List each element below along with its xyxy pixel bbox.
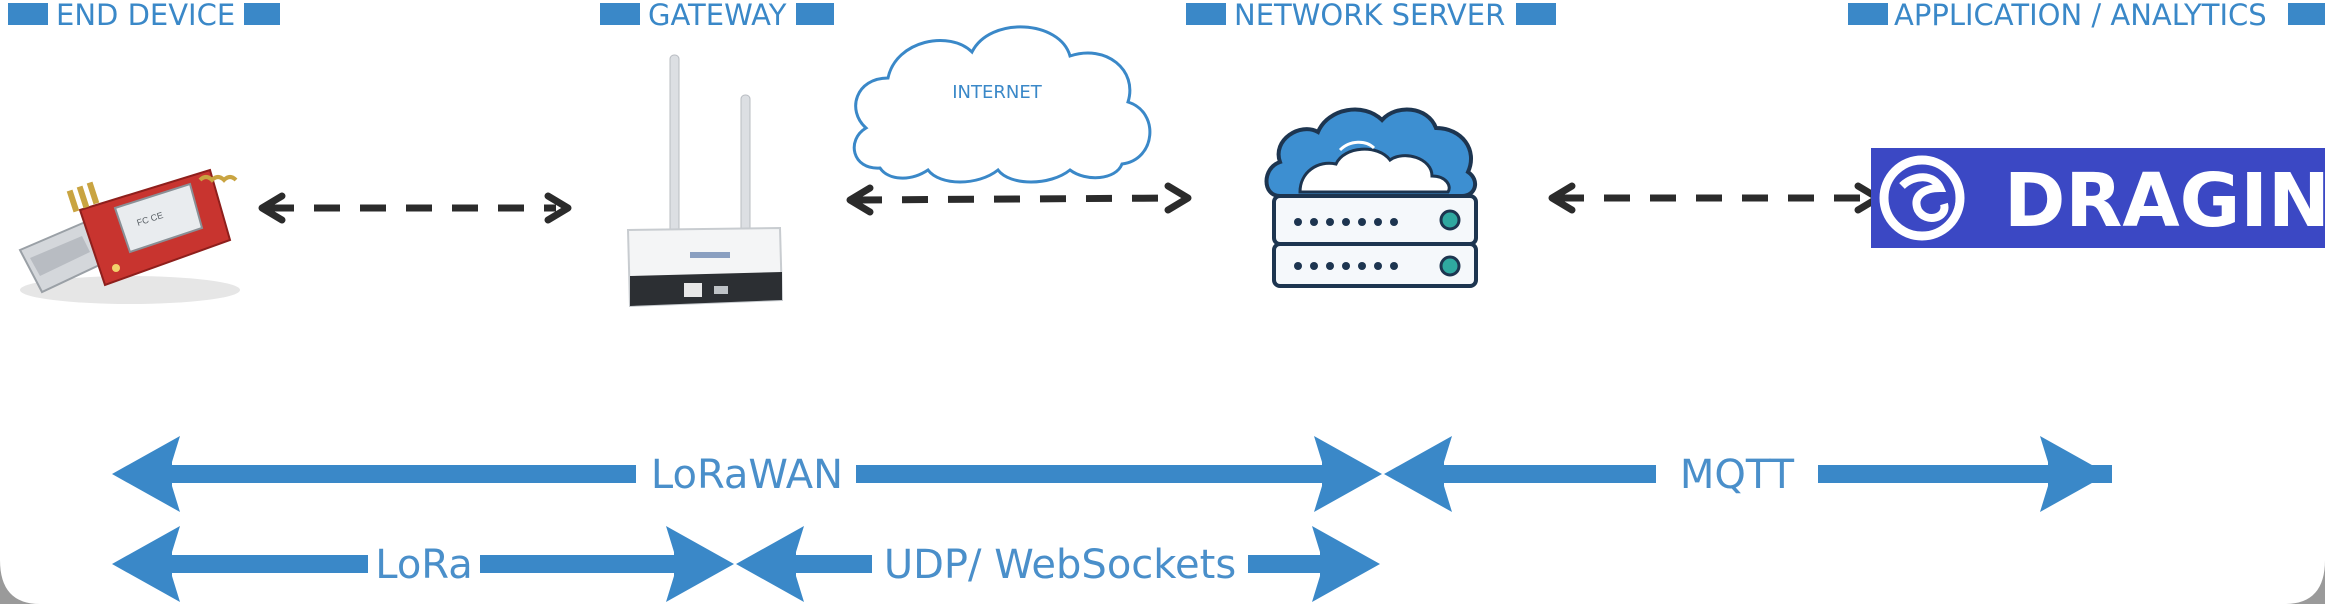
- protocol-label-udp: UDP/ WebSockets: [884, 542, 1236, 588]
- header-gateway-label: GATEWAY: [648, 0, 787, 32]
- header-end-device: END DEVICE: [8, 0, 280, 32]
- header-marker-left: [600, 3, 640, 25]
- dragino-logo: DRAGINO: [1871, 148, 2325, 248]
- header-marker-right: [2288, 3, 2325, 25]
- header-marker-left: [1186, 3, 1226, 25]
- header-end-device-label: END DEVICE: [56, 0, 235, 32]
- dragino-logo-text: DRAGINO: [2004, 158, 2325, 244]
- frame-corner-right: [2285, 560, 2325, 604]
- protocol-arrow-lora: LoRa: [112, 526, 734, 602]
- header-marker-left: [8, 3, 48, 25]
- header-network-server-label: NETWORK SERVER: [1234, 0, 1505, 32]
- network-server-icon: [1264, 107, 1478, 288]
- protocol-label-lorawan: LoRaWAN: [651, 452, 843, 498]
- protocol-label-mqtt: MQTT: [1680, 452, 1795, 498]
- protocol-arrow-mqtt: MQTT: [1384, 436, 2112, 512]
- dashed-arrow-server-application: [1548, 182, 1882, 214]
- end-device-image: FC CE: [18, 168, 240, 304]
- frame-corner-left: [0, 560, 40, 604]
- header-network-server: NETWORK SERVER: [1186, 0, 1556, 32]
- header-gateway: GATEWAY: [600, 0, 834, 32]
- protocol-arrow-udp-websockets: UDP/ WebSockets: [736, 526, 1380, 602]
- header-marker-right: [1516, 3, 1556, 25]
- dashed-arrow-device-gateway: [258, 192, 572, 224]
- header-application: APPLICATION / ANALYTICS: [1848, 0, 2325, 32]
- internet-cloud-label: INTERNET: [952, 82, 1042, 103]
- internet-cloud: INTERNET: [852, 25, 1152, 184]
- header-marker-left: [1848, 3, 1888, 25]
- header-application-label: APPLICATION / ANALYTICS: [1894, 0, 2267, 32]
- dashed-arrow-gateway-server: [846, 182, 1192, 216]
- header-marker-right: [796, 3, 834, 25]
- gateway-image: [626, 54, 784, 308]
- protocol-arrow-lorawan: LoRaWAN: [112, 436, 1382, 512]
- header-marker-right: [244, 3, 280, 25]
- protocol-label-lora: LoRa: [375, 542, 472, 588]
